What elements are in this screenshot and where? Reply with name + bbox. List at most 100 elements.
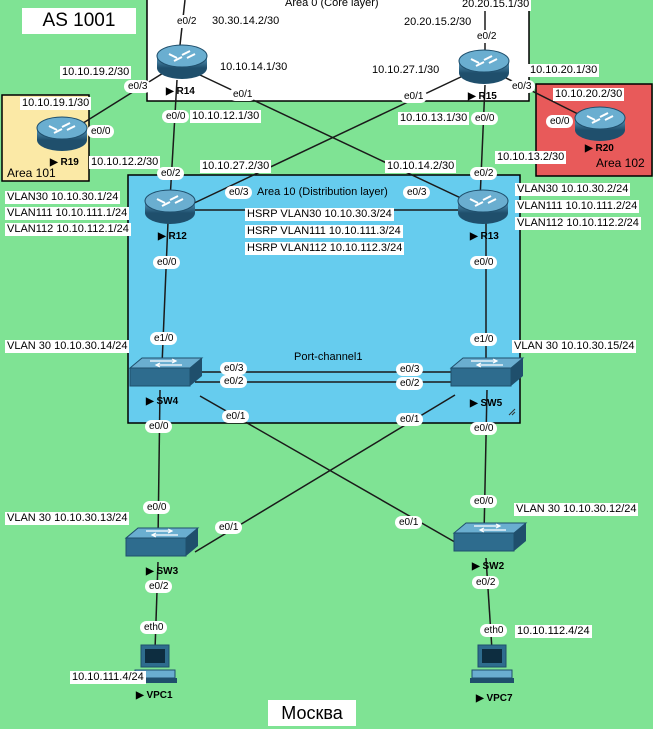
- area-0-label: Area 0 (Core layer): [285, 0, 379, 9]
- addr-r12-r15: 10.10.27.2/30: [200, 160, 272, 173]
- r13-vlan-1: VLAN30 10.10.30.2/24: [515, 183, 631, 196]
- resize-grip-icon: [508, 408, 516, 416]
- addr-r14-r19: 10.10.19.2/30: [60, 66, 132, 79]
- port-r14-e0-1: e0/1: [229, 88, 257, 101]
- port-r15-e0-2: e0/2: [473, 30, 501, 43]
- r12-vlan-3: VLAN112 10.10.112.1/24: [5, 223, 131, 236]
- r13-vlan-2: VLAN111 10.10.111.2/24: [515, 200, 640, 213]
- addr-r14-r12: 10.10.12.1/30: [190, 110, 262, 123]
- r12-vlan-2: VLAN111 10.10.111.1/24: [5, 207, 130, 220]
- port-sw3-e0-2: e0/2: [145, 580, 173, 593]
- as-title: AS 1001: [22, 8, 136, 34]
- port-sw5-e0-1: e0/1: [396, 413, 424, 426]
- r12-vlan-1: VLAN30 10.10.30.1/24: [5, 191, 121, 204]
- port-r19-e0-0: e0/0: [87, 125, 115, 138]
- addr-r13-r14: 10.10.14.2/30: [385, 160, 457, 173]
- router-icon[interactable]: [156, 44, 208, 79]
- area-10-label: Area 10 (Distribution layer): [257, 186, 388, 198]
- device-name-r14: ▶ R14: [166, 86, 195, 97]
- addr-r15-r13: 10.10.13.1/30: [398, 112, 470, 125]
- port-sw4-e0-0: e0/0: [145, 420, 173, 433]
- port-vpc1-eth0: eth0: [140, 621, 168, 634]
- device-name-sw5: ▶ SW5: [470, 398, 503, 409]
- switch-icon[interactable]: [128, 357, 204, 387]
- port-channel-label: Port-channel1: [294, 351, 363, 363]
- port-sw5-e1-0: e1/0: [470, 333, 498, 346]
- port-r13-e0-0: e0/0: [470, 256, 498, 269]
- switch-icon[interactable]: [452, 522, 528, 552]
- switch-icon[interactable]: [124, 527, 200, 557]
- port-r12-e0-0: e0/0: [153, 256, 181, 269]
- router-icon[interactable]: [457, 189, 509, 224]
- hsrp-vlan30: HSRP VLAN30 10.10.30.3/24: [245, 208, 394, 221]
- port-sw3-e0-0: e0/0: [143, 501, 171, 514]
- port-sw2-e0-1: e0/1: [395, 516, 423, 529]
- port-r13-e0-2: e0/2: [470, 167, 498, 180]
- port-r12-e0-2: e0/2: [157, 167, 185, 180]
- port-r14-e0-2: e0/2: [173, 15, 201, 28]
- port-sw4-e0-3: e0/3: [220, 362, 248, 375]
- device-name-vpc1: ▶ VPC1: [136, 690, 173, 701]
- port-r15-e0-0: e0/0: [471, 112, 499, 125]
- port-sw2-e0-0: e0/0: [470, 495, 498, 508]
- device-name-sw2: ▶ SW2: [472, 561, 505, 572]
- addr-sw5-vlan: VLAN 30 10.10.30.15/24: [512, 340, 637, 353]
- r13-vlan-3: VLAN112 10.10.112.2/24: [515, 217, 641, 230]
- link-r14-r19: [79, 69, 169, 126]
- area-102-label: Area 102: [596, 156, 645, 170]
- port-sw4-e0-1: e0/1: [222, 410, 250, 423]
- port-r14-e0-3: e0/3: [124, 80, 152, 93]
- addr-vpc7: 10.10.112.4/24: [515, 625, 592, 638]
- addr-r15-top1: 20.20.15.1/30: [460, 0, 532, 11]
- device-name-sw3: ▶ SW3: [146, 566, 179, 577]
- addr-r20: 10.10.20.2/30: [553, 88, 625, 101]
- device-name-r12: ▶ R12: [158, 231, 187, 242]
- addr-r12-r14: 10.10.12.2/30: [89, 156, 161, 169]
- port-sw4-e0-2: e0/2: [220, 375, 248, 388]
- addr-vpc1: 10.10.111.4/24: [70, 671, 146, 684]
- port-vpc7-eth0: eth0: [480, 624, 508, 637]
- port-sw4-e1-0: e1/0: [150, 332, 178, 345]
- hsrp-vlan112: HSRP VLAN112 10.10.112.3/24: [245, 242, 405, 255]
- port-r20-e0-0: e0/0: [546, 115, 574, 128]
- port-sw2-e0-2: e0/2: [472, 576, 500, 589]
- link-sw5-sw2: [483, 389, 488, 536]
- link-sw3-vpc1: [154, 561, 159, 651]
- hsrp-vlan111: HSRP VLAN111 10.10.111.3/24: [245, 225, 403, 238]
- device-name-r13: ▶ R13: [470, 231, 499, 242]
- addr-r14-r15: 10.10.14.1/30: [218, 61, 290, 74]
- device-name-r19: ▶ R19: [50, 157, 79, 168]
- port-sw5-e0-3: e0/3: [396, 363, 424, 376]
- addr-r14-top: 30.30.14.2/30: [210, 15, 282, 28]
- port-sw5-e0-2: e0/2: [396, 377, 424, 390]
- area-101-label: Area 101: [7, 166, 56, 180]
- router-icon[interactable]: [574, 106, 626, 141]
- link-sw4-sw3: [157, 389, 161, 541]
- router-icon[interactable]: [144, 189, 196, 224]
- router-icon[interactable]: [36, 116, 88, 151]
- device-name-sw4: ▶ SW4: [146, 396, 179, 407]
- addr-sw3-vlan: VLAN 30 10.10.30.13/24: [5, 512, 130, 525]
- port-r15-e0-3: e0/3: [508, 80, 536, 93]
- port-sw5-e0-0: e0/0: [470, 422, 498, 435]
- router-icon[interactable]: [458, 49, 510, 84]
- port-sw3-e0-1: e0/1: [215, 521, 243, 534]
- addr-r15-top2: 20.20.15.2/30: [402, 16, 474, 29]
- link-r14-r12: [169, 79, 178, 201]
- addr-r15-r14: 10.10.27.1/30: [370, 64, 442, 77]
- addr-r15-r20: 10.10.20.1/30: [528, 64, 600, 77]
- pc-icon[interactable]: [470, 644, 514, 683]
- addr-sw2-vlan: VLAN 30 10.10.30.12/24: [514, 503, 639, 516]
- addr-sw4-vlan: VLAN 30 10.10.30.14/24: [5, 340, 130, 353]
- device-name-r15: ▶ R15: [468, 91, 497, 102]
- addr-r13-r15: 10.10.13.2/30: [495, 151, 567, 164]
- port-r14-e0-0: e0/0: [162, 110, 190, 123]
- pc-icon[interactable]: [133, 644, 177, 683]
- port-r15-e0-1: e0/1: [400, 90, 428, 103]
- addr-r19: 10.10.19.1/30: [20, 97, 92, 110]
- switch-icon[interactable]: [449, 357, 525, 387]
- city-label: Москва: [268, 700, 356, 726]
- link-r15-r13: [479, 84, 486, 201]
- port-r12-e0-3: e0/3: [225, 186, 253, 199]
